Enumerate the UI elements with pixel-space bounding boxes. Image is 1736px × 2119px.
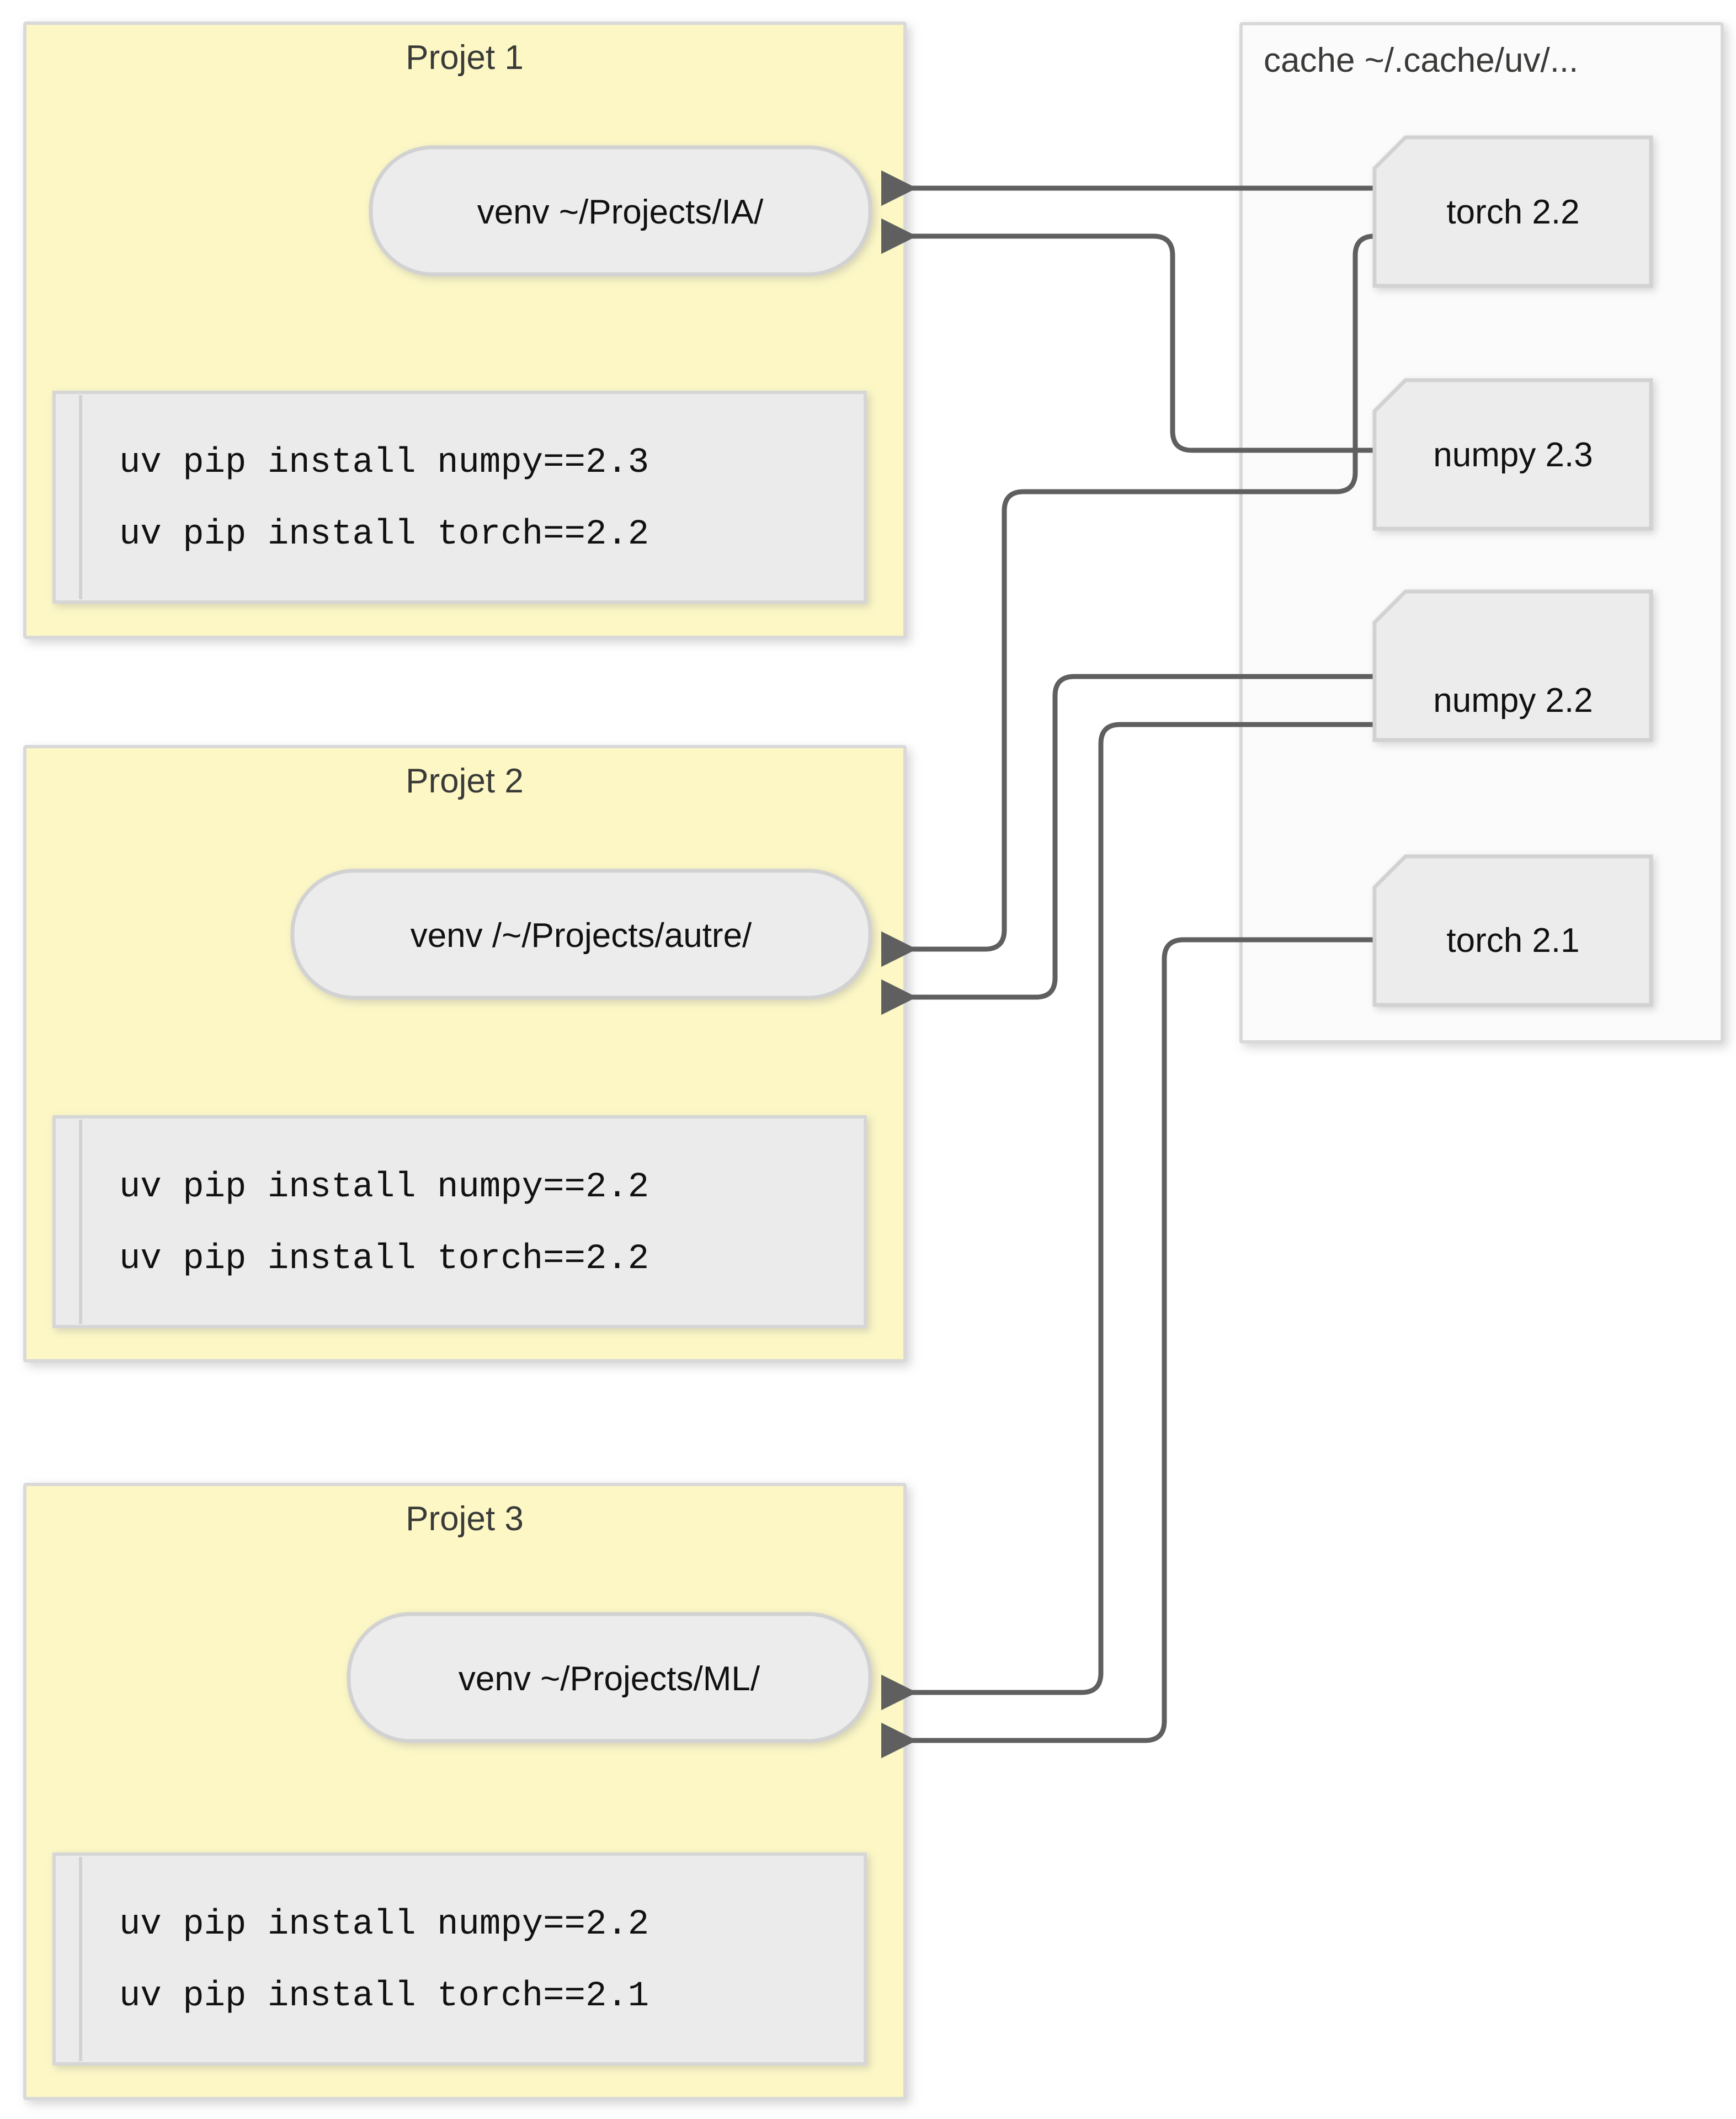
- cache-item-label-2: numpy 2.2: [1433, 682, 1593, 720]
- connector-group: [881, 170, 1375, 1759]
- project-2-content: venv /~/Projects/autre/ uv pip install n…: [52, 869, 872, 1328]
- venv-node-project-2[interactable]: [290, 869, 872, 1000]
- code-line-1-2: uv pip install torch==2.2: [119, 515, 649, 555]
- cache-item-torch-21[interactable]: torch 2.1: [1372, 854, 1653, 1007]
- code-line-3-1: uv pip install numpy==2.2: [119, 1905, 649, 1945]
- cache-item-numpy-22[interactable]: numpy 2.2: [1372, 589, 1653, 742]
- cache-note-shape-3: [1372, 854, 1653, 1007]
- code-line-2-2: uv pip install torch==2.2: [119, 1239, 649, 1279]
- connector-numpy22-to-venv-ml: [881, 722, 1375, 1711]
- code-line-2-1: uv pip install numpy==2.2: [119, 1168, 649, 1207]
- cache-note-shape-2: [1372, 589, 1653, 742]
- venv-node-project-3[interactable]: [347, 1612, 872, 1743]
- project-3-title: Projet 3: [406, 1500, 524, 1538]
- code-block-project-1: [52, 391, 867, 604]
- cache-note-shape-1: [1372, 378, 1653, 531]
- connector-torch21-to-venv-ml: [881, 937, 1375, 1759]
- cache-item-label-3: torch 2.1: [1446, 922, 1579, 960]
- code-line-1-1: uv pip install numpy==2.3: [119, 443, 649, 483]
- cache-note-shape-0: [1372, 135, 1653, 288]
- venv-node-project-1[interactable]: [369, 145, 872, 276]
- cache-item-label-1: numpy 2.3: [1433, 436, 1593, 474]
- code-block-project-3: [52, 1852, 867, 2065]
- code-line-3-2: uv pip install torch==2.1: [119, 1977, 649, 2016]
- project-1-title: Projet 1: [406, 39, 524, 77]
- connector-numpy22-to-venv-autre: [881, 674, 1375, 1015]
- project-3-content: venv ~/Projects/ML/ uv pip install numpy…: [52, 1612, 872, 2065]
- cache-item-label-0: torch 2.2: [1446, 193, 1579, 231]
- connector-numpy23-to-venv-ia: [881, 218, 1375, 453]
- project-2-title: Projet 2: [406, 762, 524, 800]
- venv-node-label-3: venv ~/Projects/ML/: [459, 1660, 760, 1698]
- venv-node-label-1: venv ~/Projects/IA/: [477, 193, 764, 231]
- cache-item-torch-22[interactable]: torch 2.2: [1372, 135, 1653, 288]
- venv-node-label-2: venv /~/Projects/autre/: [411, 917, 752, 955]
- cache-panel-title: cache ~/.cache/uv/...: [1264, 41, 1578, 79]
- cache-item-numpy-23[interactable]: numpy 2.3: [1372, 378, 1653, 531]
- code-block-project-2: [52, 1115, 867, 1328]
- project-1-content: venv ~/Projects/IA/ uv pip install numpy…: [52, 145, 872, 604]
- connector-torch22-to-venv-autre: [881, 233, 1375, 967]
